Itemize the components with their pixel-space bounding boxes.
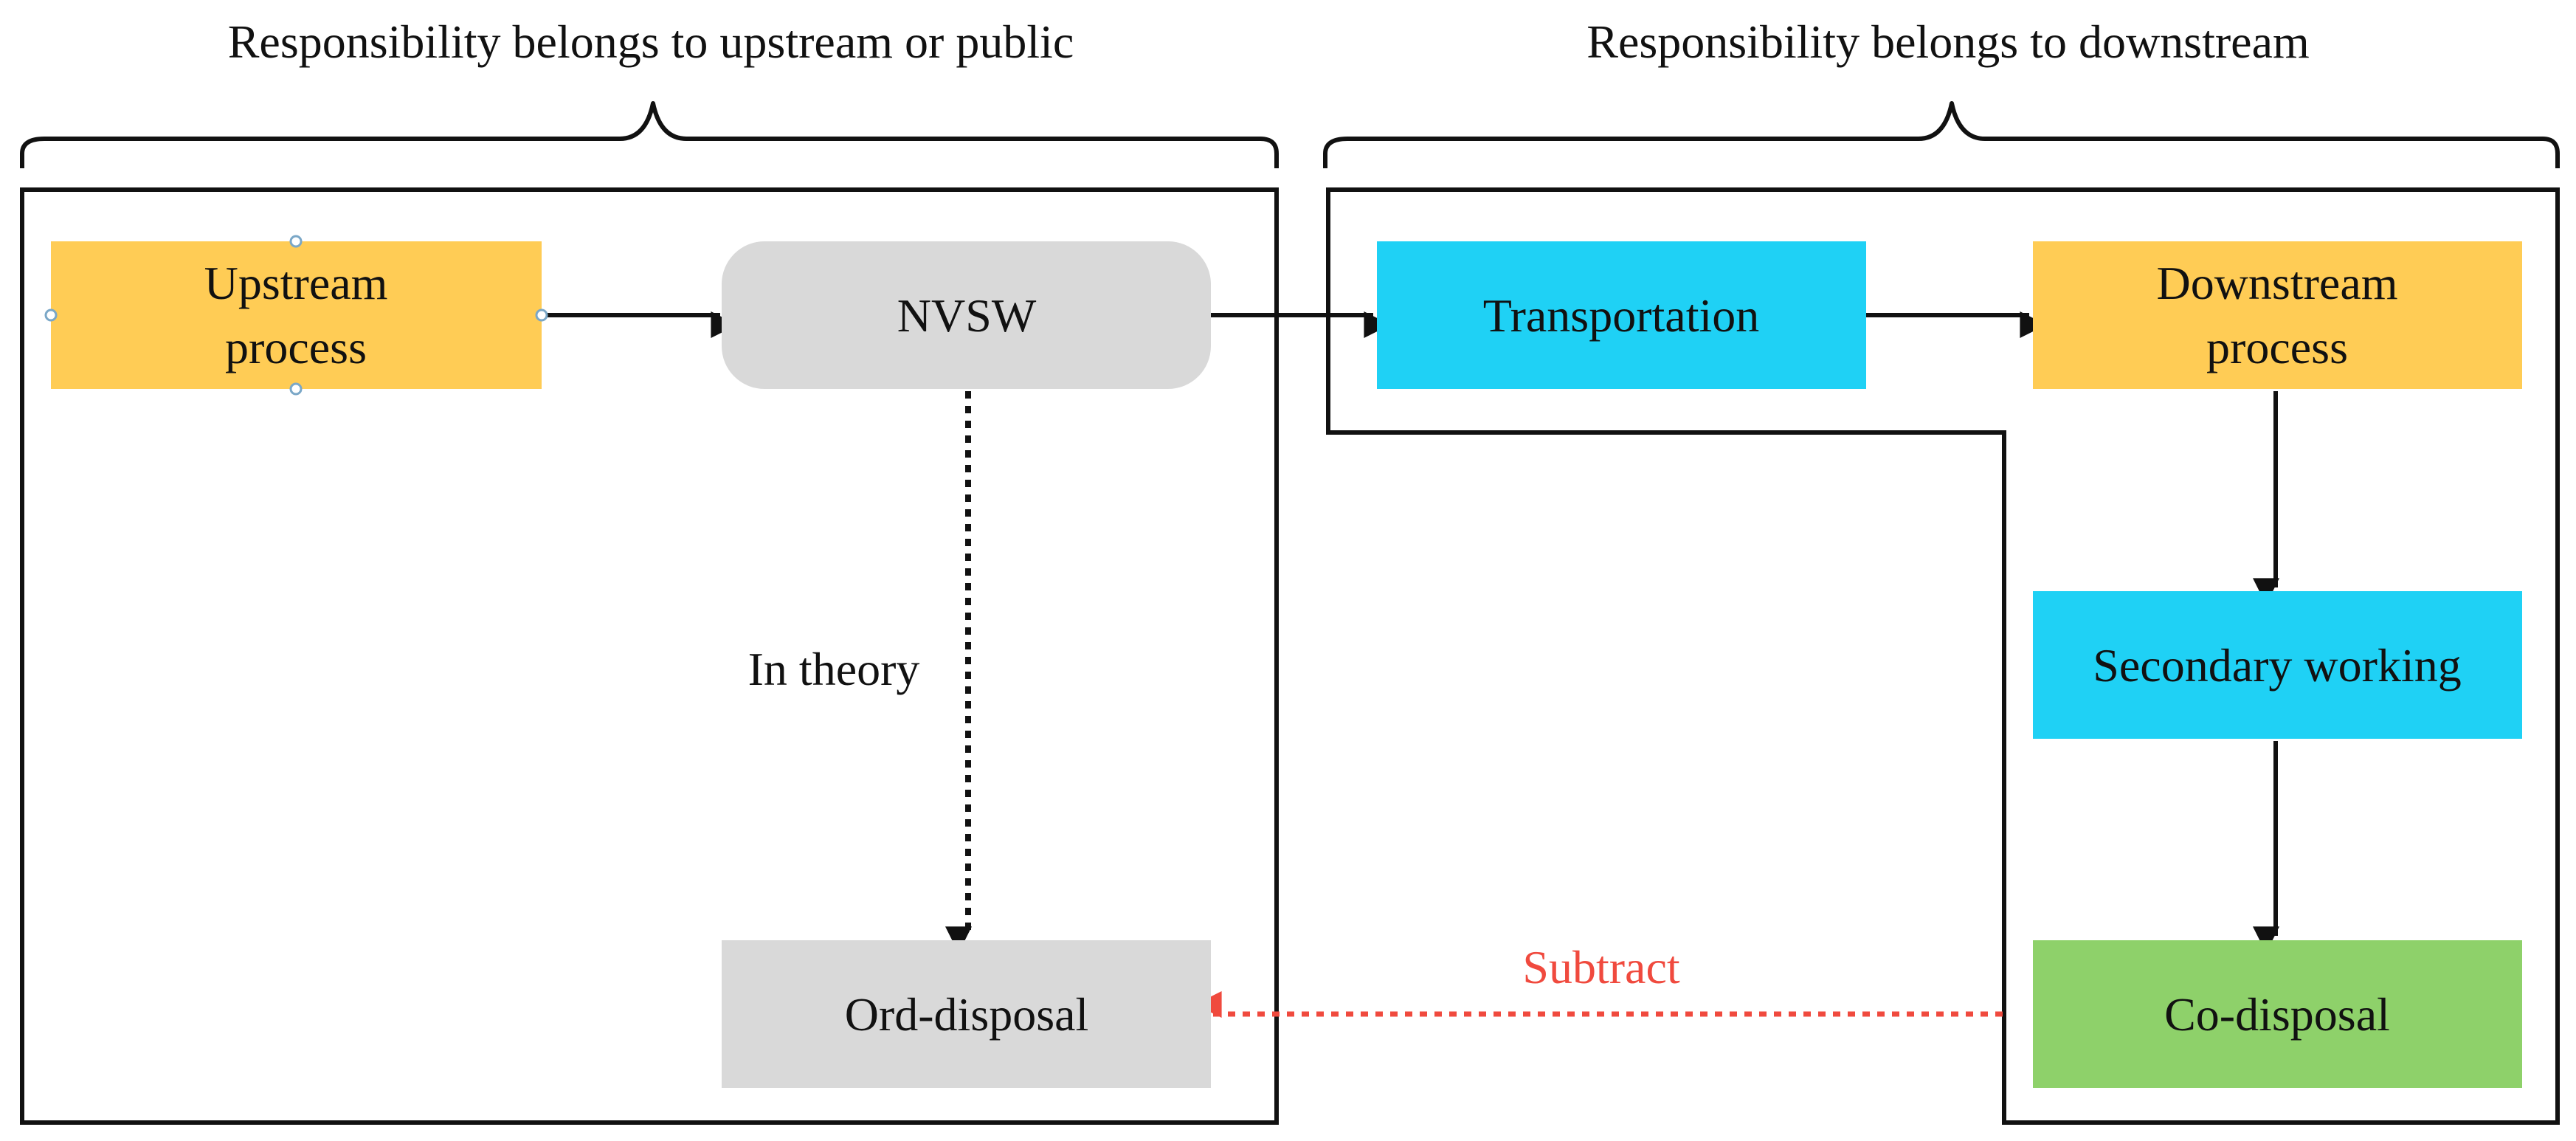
node-downstream-process: Downstream process [2033,241,2522,389]
node-co-disposal-box [2033,940,2522,1088]
node-transportation-box [1377,241,1866,389]
region-upstream-border [20,187,1279,1125]
node-transportation-label: Transportation [1483,289,1760,342]
node-secondary-working-label: Secondary working [2093,639,2461,692]
edge-label-in-theory: In theory [748,643,920,695]
selection-handle [289,235,303,248]
node-ord-disposal-label: Ord-disposal [845,988,1089,1041]
node-ord-disposal-box [722,940,1211,1088]
node-secondary-working: Secondary working [2033,591,2522,739]
node-downstream-process-label-line1: Downstream [2156,257,2397,309]
node-co-disposal-label: Co-disposal [2164,988,2390,1041]
heading-upstream-responsibility: Responsibility belongs to upstream or pu… [228,15,1074,68]
edge-label-subtract: Subtract [1522,941,1680,993]
selection-handle [289,382,303,396]
node-nvsw-box [722,241,1211,389]
node-upstream-process-box [51,241,542,389]
node-upstream-process: Upstream process [44,235,548,396]
brace-right [1323,101,2560,168]
node-upstream-process-label-line1: Upstream [204,257,388,309]
node-ord-disposal: Ord-disposal [722,940,1211,1088]
node-downstream-process-label-line2: process [2206,321,2348,373]
node-upstream-process-label-line2: process [225,321,367,373]
node-nvsw-label: NVSW [897,289,1037,342]
selection-handle [44,308,58,322]
brace-left [20,101,1279,168]
node-secondary-working-box [2033,591,2522,739]
region-downstream-border [1326,187,2560,1125]
node-nvsw: NVSW [722,241,1211,389]
selection-handle [535,308,548,322]
node-transportation: Transportation [1377,241,1866,389]
in-theory-label-background [714,627,958,709]
heading-downstream-responsibility: Responsibility belongs to downstream [1586,15,2310,68]
node-downstream-process-box [2033,241,2522,389]
node-co-disposal: Co-disposal [2033,940,2522,1088]
